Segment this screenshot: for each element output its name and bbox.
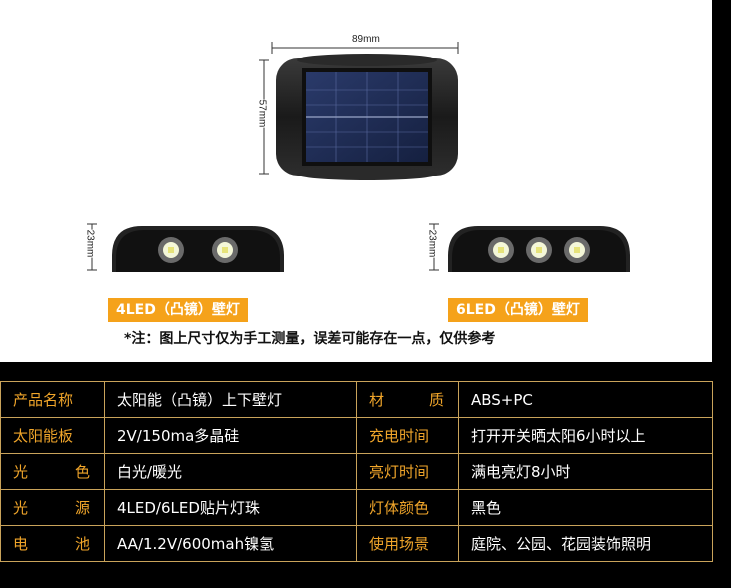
spec-label-char: 电 bbox=[13, 535, 29, 553]
spec-label-char: 光 bbox=[13, 499, 29, 517]
spec-label-char: 光 bbox=[13, 463, 29, 481]
led-chip bbox=[574, 247, 580, 253]
led-group-6 bbox=[488, 237, 590, 263]
led-chip bbox=[536, 247, 542, 253]
product-badge-6led: 6LED（凸镜）壁灯 bbox=[448, 298, 588, 322]
width-dimension-label: 89mm bbox=[350, 34, 382, 45]
led-chip bbox=[498, 247, 504, 253]
spec-label: 产品名称 bbox=[0, 381, 105, 418]
spec-label: 太阳能板 bbox=[0, 417, 105, 454]
spec-label-char: 质 bbox=[428, 391, 444, 409]
spec-value: 白光/暖光 bbox=[104, 453, 357, 490]
spec-value: 黑色 bbox=[458, 489, 713, 526]
spec-label-justified: 材质 bbox=[369, 389, 458, 410]
led-chip bbox=[222, 247, 228, 253]
spec-value: 太阳能（凸镜）上下壁灯 bbox=[104, 381, 357, 418]
spec-label: 灯体颜色 bbox=[356, 489, 459, 526]
height-dimension-label-4led: 23mm bbox=[84, 229, 96, 258]
spec-value: 打开开关晒太阳6小时以上 bbox=[458, 417, 713, 454]
spec-value: 庭院、公园、花园装饰照明 bbox=[458, 525, 713, 562]
4led-lamp-illustration bbox=[112, 226, 284, 272]
spec-label: 光源 bbox=[0, 489, 105, 526]
height-dimension-label: 57mm bbox=[256, 99, 268, 128]
spec-label: 材质 bbox=[356, 381, 459, 418]
spec-value: 4LED/6LED贴片灯珠 bbox=[104, 489, 357, 526]
spec-value: AA/1.2V/600mah镍氢 bbox=[104, 525, 357, 562]
spec-value: ABS+PC bbox=[458, 381, 713, 418]
product-image-panel: 89mm 57mm bbox=[0, 0, 712, 362]
led-group-4 bbox=[158, 237, 238, 263]
product-badge-4led: 4LED（凸镜）壁灯 bbox=[108, 298, 248, 322]
spec-label: 光色 bbox=[0, 453, 105, 490]
height-dimension-label-6led: 23mm bbox=[426, 229, 438, 258]
width-dimension-line bbox=[271, 42, 459, 54]
6led-lamp-illustration bbox=[448, 226, 630, 272]
spec-label: 充电时间 bbox=[356, 417, 459, 454]
spec-label: 电池 bbox=[0, 525, 105, 562]
led-chip bbox=[168, 247, 174, 253]
solar-lamp-illustration bbox=[276, 54, 458, 180]
spec-label-char: 色 bbox=[74, 463, 90, 481]
spec-row: 光色白光/暖光亮灯时间满电亮灯8小时 bbox=[0, 453, 713, 490]
spec-label-justified: 光源 bbox=[13, 497, 104, 518]
spec-label-justified: 光色 bbox=[13, 461, 104, 482]
spec-value: 2V/150ma多晶硅 bbox=[104, 417, 357, 454]
right-border bbox=[712, 0, 731, 588]
spec-label: 使用场景 bbox=[356, 525, 459, 562]
spec-value: 满电亮灯8小时 bbox=[458, 453, 713, 490]
spec-label-justified: 电池 bbox=[13, 533, 104, 554]
spec-label: 亮灯时间 bbox=[356, 453, 459, 490]
spec-label-char: 材 bbox=[369, 391, 385, 409]
spec-label-char: 池 bbox=[74, 535, 90, 553]
spec-label-char: 源 bbox=[74, 499, 90, 517]
measurement-note: *注：图上尺寸仅为手工测量，误差可能存在一点，仅供参考 bbox=[124, 331, 496, 347]
